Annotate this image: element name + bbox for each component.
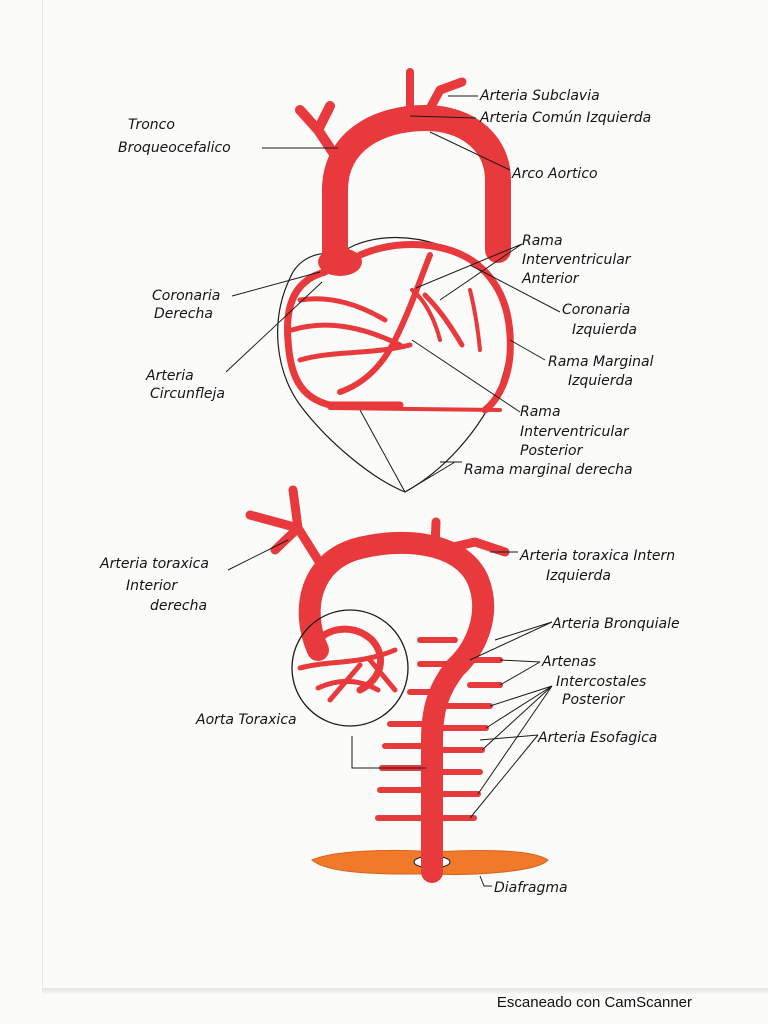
pointer-diafragma	[479, 875, 492, 887]
pointer-aorta-toracica	[351, 736, 426, 769]
pointer-esofagica	[469, 734, 539, 819]
label-rama-iv-ant-1: Rama	[522, 233, 563, 249]
label-intercostales-2: Intercostales	[556, 674, 646, 690]
posterior-interventricular	[328, 406, 502, 412]
thoracic-aorta	[298, 531, 495, 883]
pointer-coronaria-izq	[469, 264, 561, 313]
brachiocephalic-trunk	[295, 101, 343, 165]
label-coronaria-der-1: Coronaria	[152, 288, 220, 304]
label-tronco-1: Tronco	[128, 117, 175, 133]
label-arco: Arco Aortico	[511, 166, 598, 182]
label-rama-iv-ant-2: Interventricular	[522, 252, 632, 268]
aortic-arch	[322, 105, 511, 275]
pointer-rama-iv-ant	[415, 243, 523, 301]
label-rama-iv-post-3: Posterior	[520, 443, 584, 459]
label-toracica-der-1: Arteria toraxica	[99, 556, 209, 572]
coronary-branch-4	[422, 292, 465, 348]
heart-figure: Tronco Broqueocefalico Arteria Subclavia…	[118, 68, 654, 493]
notebook-margin-line	[42, 0, 43, 990]
label-rama-iv-ant-3: Anterior	[521, 271, 580, 287]
circle-coronary-branches	[297, 647, 398, 703]
label-rama-iv-post-1: Rama	[520, 404, 561, 420]
label-rama-iv-post-2: Interventricular	[520, 424, 630, 440]
label-intercostales-1: Artenas	[541, 654, 596, 670]
label-circunfleja-1: Arteria	[145, 368, 194, 384]
left-coronary-artery	[356, 241, 514, 414]
circle-coronary-main	[306, 625, 384, 694]
coronary-branch-6	[468, 288, 482, 352]
right-coronary-artery	[283, 268, 404, 409]
heart-circle	[291, 609, 409, 727]
label-marginal-izq-2: Izquierda	[568, 373, 633, 389]
pointer-intercostales	[477, 659, 553, 795]
label-diafragma: Diafragma	[494, 880, 568, 896]
coronary-branch-3	[297, 342, 413, 363]
label-toracica-der-3: derecha	[150, 598, 207, 614]
label-toracica-izq-1: Arteria toraxica Intern	[519, 548, 675, 564]
intercostal-arteries-right	[437, 657, 503, 821]
pointer-marginal-izq	[509, 339, 546, 361]
label-intercostales-3: Posterior	[562, 692, 626, 708]
label-coronaria-izq-2: Izquierda	[572, 322, 637, 338]
pointer-coronaria-der	[231, 271, 321, 297]
label-tronco-2: Broqueocefalico	[118, 140, 231, 156]
label-esofagica: Arteria Esofagica	[537, 730, 657, 746]
upper-right-branches	[430, 517, 510, 557]
camscanner-watermark: Escaneado con CamScanner	[496, 994, 692, 1011]
left-subclavian	[423, 77, 467, 117]
anterior-interventricular	[337, 252, 433, 395]
pointer-toracica-der	[227, 539, 289, 571]
label-toracica-der-2: Interior	[126, 578, 178, 594]
pointer-arco	[429, 131, 511, 171]
label-marginal-der: Rama marginal derecha	[464, 462, 633, 478]
label-bronquial: Arteria Bronquiale	[551, 616, 680, 632]
upper-left-branches	[245, 485, 323, 565]
label-coronaria-izq-1: Coronaria	[562, 302, 630, 318]
label-coronaria-der-2: Derecha	[154, 306, 213, 322]
coronary-branch-1	[297, 296, 388, 323]
aorta-figure: Arteria toraxica Interior derecha Arteri…	[99, 485, 680, 896]
heart-apex-lines	[359, 409, 456, 493]
label-circunfleja-2: Circunfleja	[150, 386, 225, 402]
pointer-circunfleja	[225, 281, 323, 373]
label-comun: Arteria Común Izquierda	[479, 110, 651, 126]
label-marginal-izq-1: Rama Marginal	[548, 354, 654, 370]
label-toracica-izq-2: Izquierda	[546, 568, 611, 584]
coronary-branch-2	[289, 322, 403, 348]
pointer-bronquial	[469, 621, 553, 661]
pointer-rama-iv-post	[411, 339, 521, 413]
page-bottom-edge	[42, 988, 768, 994]
label-aorta-toracica: Aorta Toraxica	[195, 712, 297, 728]
coronary-branch-5	[410, 288, 442, 342]
pointer-comun	[409, 115, 477, 119]
label-subclavia: Arteria Subclavia	[479, 88, 600, 104]
aortic-root	[318, 248, 362, 276]
